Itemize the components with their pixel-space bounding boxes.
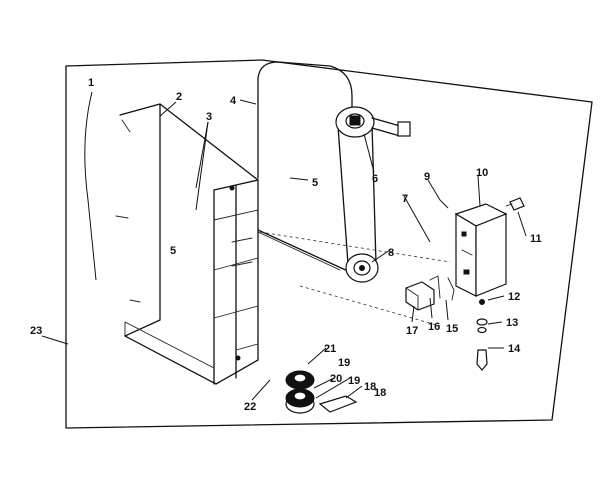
callout-19b: 19 bbox=[338, 357, 350, 369]
callout-10: 10 bbox=[476, 167, 488, 179]
wheel-stack bbox=[285, 370, 358, 414]
callout-14: 14 bbox=[508, 343, 521, 355]
guide-line bbox=[259, 231, 451, 263]
drive-belt bbox=[337, 123, 377, 265]
back-panel bbox=[65, 59, 593, 429]
callout-16: 16 bbox=[428, 321, 440, 333]
callout-5b: 5 bbox=[312, 177, 318, 189]
lower-pulley bbox=[345, 253, 379, 283]
callout-12: 12 bbox=[508, 291, 520, 303]
callout-20b: 18 bbox=[374, 387, 386, 399]
callout-15: 15 bbox=[446, 323, 458, 335]
screws bbox=[476, 299, 488, 371]
callout-11: 11 bbox=[530, 233, 542, 245]
callout-5a: 5 bbox=[170, 245, 176, 257]
callout-3: 3 bbox=[206, 111, 212, 123]
callout-17: 17 bbox=[406, 325, 418, 337]
rear-housing bbox=[257, 61, 353, 273]
guide-line bbox=[299, 285, 441, 327]
callout-18: 18 bbox=[364, 381, 376, 393]
callout-20: 20 bbox=[330, 373, 342, 385]
callout-1: 1 bbox=[88, 77, 94, 89]
switch-box bbox=[454, 203, 508, 297]
callout-7: 7 bbox=[402, 193, 408, 205]
callout-13: 13 bbox=[506, 317, 518, 329]
callout-2: 2 bbox=[176, 91, 182, 103]
callout-8: 8 bbox=[388, 247, 394, 259]
callout-9: 9 bbox=[424, 171, 430, 183]
callout-21: 21 bbox=[324, 343, 336, 355]
callout-leaders bbox=[41, 91, 527, 401]
upper-pulley bbox=[335, 106, 411, 138]
switch-cap bbox=[505, 197, 525, 211]
callout-19: 19 bbox=[348, 375, 360, 387]
callout-23: 23 bbox=[30, 325, 42, 337]
bracket-parts bbox=[405, 275, 455, 311]
callout-22: 22 bbox=[244, 401, 256, 413]
cabinet-frame bbox=[115, 103, 259, 385]
callout-labels: 1 2 3 4 5 5 6 7 8 9 10 11 12 13 14 15 16… bbox=[30, 77, 542, 413]
callout-4: 4 bbox=[230, 95, 237, 107]
callout-6: 6 bbox=[372, 173, 378, 185]
